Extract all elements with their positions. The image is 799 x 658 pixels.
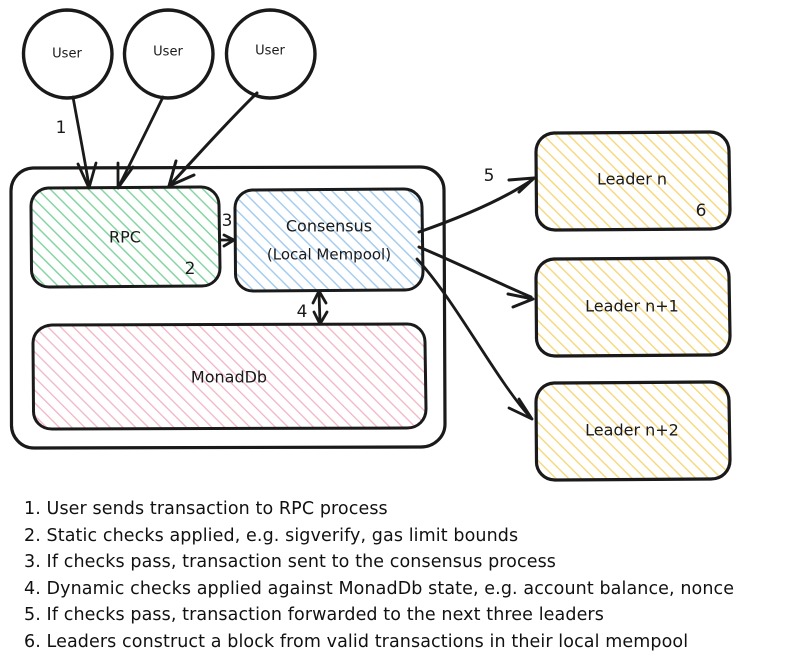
caption-step-2: 2. Static checks applied, e.g. sigverify… — [24, 525, 519, 546]
arrow-consensus-to-leader-1 — [417, 245, 535, 309]
arrow-consensus-to-leader-2 — [415, 257, 534, 421]
leader-node-0-badge: 6 — [696, 201, 707, 221]
caption-step-6: 6. Leaders construct a block from valid … — [24, 631, 689, 652]
monaddb-node: MonadDb — [31, 322, 428, 431]
leader-node-2-label: Leader n+2 — [585, 421, 679, 440]
rpc-node-label: RPC — [109, 228, 141, 247]
edge-label-user-to-rpc: 1 — [56, 118, 67, 138]
user-node-3: User — [224, 8, 317, 100]
user-node-1-label: User — [52, 47, 82, 62]
user-node-2: User — [122, 8, 215, 100]
arrow-user2-to-rpc — [116, 95, 165, 190]
caption-step-5: 5. If checks pass, transaction forwarded… — [24, 605, 604, 625]
caption-step-1: 1. User sends transaction to RPC process — [24, 499, 388, 519]
monaddb-node-label: MonadDb — [191, 368, 267, 387]
caption-step-4: 4. Dynamic checks applied against MonadD… — [24, 578, 735, 599]
edge-label-rpc-to-consensus: 3 — [222, 211, 233, 231]
full-node-container — [9, 165, 447, 450]
leader-node-0: Leader n 6 — [534, 130, 732, 232]
caption-step-list: 1. User sends transaction to RPC process… — [24, 496, 784, 655]
consensus-node: Consensus (Local Mempool) — [233, 187, 425, 293]
edge-label-consensus-to-leaders: 5 — [484, 166, 495, 186]
user-node-2-label: User — [153, 45, 183, 60]
consensus-node-label-line2: (Local Mempool) — [267, 246, 391, 264]
arrow-rpc-to-consensus — [218, 233, 236, 248]
arrow-user3-to-rpc — [167, 91, 259, 188]
rpc-node: RPC 2 — [29, 185, 222, 289]
rpc-step-badge: 2 — [185, 259, 196, 279]
leader-node-1-label: Leader n+1 — [585, 297, 679, 316]
edge-label-consensus-to-monaddb: 4 — [297, 302, 308, 322]
arrow-consensus-to-leader-0 — [417, 176, 536, 234]
caption-step-3: 3. If checks pass, transaction sent to t… — [24, 552, 557, 572]
consensus-node-label-line1: Consensus — [286, 217, 372, 236]
arrow-consensus-to-monaddb — [311, 289, 329, 326]
leader-node-2: Leader n+2 — [534, 380, 732, 482]
leader-node-0-label: Leader n — [597, 170, 667, 189]
arrow-user1-to-rpc — [71, 95, 98, 190]
user-node-3-label: User — [255, 44, 285, 59]
user-node-1: User — [21, 8, 114, 100]
leader-node-1: Leader n+1 — [534, 256, 732, 358]
